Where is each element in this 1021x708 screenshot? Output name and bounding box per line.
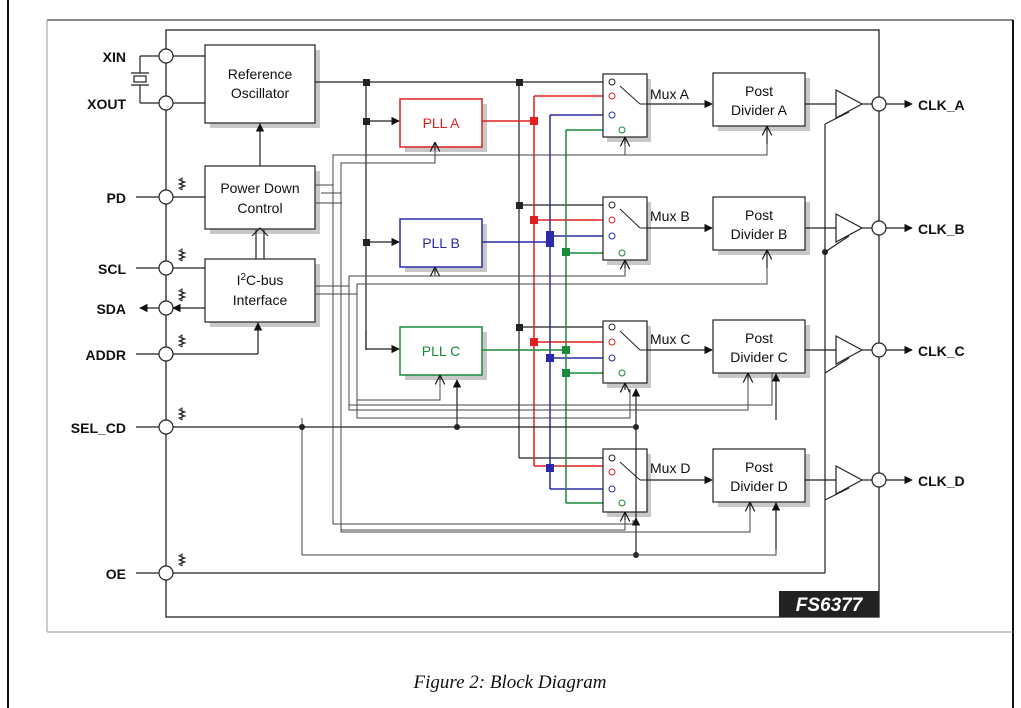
right-pin-labels: CLK_A CLK_B CLK_C CLK_D — [918, 97, 965, 489]
pin-xout-label: XOUT — [87, 96, 126, 112]
figure-caption: Figure 2: Block Diagram — [413, 672, 607, 693]
power-down-control-block: Power Down Control — [204, 165, 316, 230]
post-divider-a-line2: Divider A — [731, 102, 788, 118]
page-frame — [7, 0, 1014, 708]
chip-name-label: FS6377 — [796, 595, 864, 616]
chip-badge — [779, 591, 879, 617]
pin-clk-c-label: CLK_C — [918, 343, 965, 359]
pin-scl-label: SCL — [98, 261, 126, 277]
ref-osc-line1: Reference — [228, 66, 293, 82]
post-divider-b: Post Divider B — [712, 196, 806, 251]
left-pin-wires — [136, 48, 258, 581]
oe-node — [822, 249, 828, 255]
mux-a-label: Mux A — [650, 86, 690, 102]
post-divider-c-line1: Post — [745, 330, 773, 346]
i2c-line2: Interface — [233, 292, 288, 308]
ref-bus-nodes — [363, 79, 523, 331]
mux-d-label: Mux D — [650, 460, 690, 476]
pll-b-label: PLL B — [422, 235, 460, 251]
pin-oe-label: OE — [106, 566, 126, 582]
mux-a: Mux A — [602, 73, 690, 138]
sel-cd-node-2 — [633, 424, 639, 430]
pullup-resistors — [177, 177, 187, 567]
mux-c-label: Mux C — [650, 331, 690, 347]
control-arrows — [251, 123, 269, 354]
chip-outline — [165, 29, 880, 618]
pll-c-block: PLL C — [399, 326, 483, 376]
pin-pd-label: PD — [107, 190, 126, 206]
crystal-symbol — [131, 55, 159, 104]
pll-b-bus — [482, 114, 605, 490]
pll-c-bus — [482, 129, 605, 504]
i2c-line1: I2C-bus — [237, 272, 284, 288]
pll-bus-nodes — [530, 117, 570, 472]
pin-clk-a-label: CLK_A — [918, 97, 965, 113]
sel-cd-line — [173, 379, 641, 555]
power-down-line1: Power Down — [220, 180, 299, 196]
ref-osc-line2: Oscillator — [231, 85, 290, 101]
control-bus-lines — [301, 138, 777, 556]
pin-clk-b-label: CLK_B — [918, 221, 965, 237]
left-pin-labels: XIN XOUT PD SCL SDA ADDR SEL_CD OE — [71, 49, 127, 582]
post-divider-a: Post Divider A — [712, 72, 806, 127]
post-divider-b-line2: Divider B — [731, 226, 788, 242]
pll-a-label: PLL A — [423, 115, 461, 131]
post-divider-c-line2: Divider C — [730, 349, 788, 365]
control-bus-arrowheads — [435, 127, 781, 550]
sel-cd-node-1 — [454, 424, 460, 430]
mux-d: Mux D — [602, 448, 690, 513]
post-divider-b-line1: Post — [745, 207, 773, 223]
reference-oscillator-block: Reference Oscillator — [204, 44, 316, 124]
i2c-interface-block: I2C-bus Interface — [204, 258, 316, 323]
post-divider-a-line1: Post — [745, 83, 773, 99]
post-divider-d: Post Divider D — [712, 448, 806, 503]
control-bus-nodes — [299, 424, 305, 430]
pll-c-label: PLL C — [422, 343, 460, 359]
mux-b-label: Mux B — [650, 208, 690, 224]
pll-a-bus — [482, 95, 605, 467]
mux-c: Mux C — [602, 320, 690, 384]
oe-enable-line — [173, 111, 850, 574]
pll-a-block: PLL A — [399, 98, 483, 148]
pin-clk-d-label: CLK_D — [918, 473, 965, 489]
pin-addr-label: ADDR — [86, 347, 126, 363]
pin-sel-cd-label: SEL_CD — [71, 420, 126, 436]
mux-b: Mux B — [602, 196, 690, 261]
pll-b-block: PLL B — [399, 218, 483, 268]
output-paths — [647, 88, 913, 496]
pin-xin-label: XIN — [103, 49, 126, 65]
pin-sda-label: SDA — [96, 301, 126, 317]
power-down-line2: Control — [237, 200, 282, 216]
post-divider-d-line1: Post — [745, 459, 773, 475]
post-divider-c: Post Divider C — [712, 319, 806, 374]
post-divider-d-line2: Divider D — [730, 478, 788, 494]
